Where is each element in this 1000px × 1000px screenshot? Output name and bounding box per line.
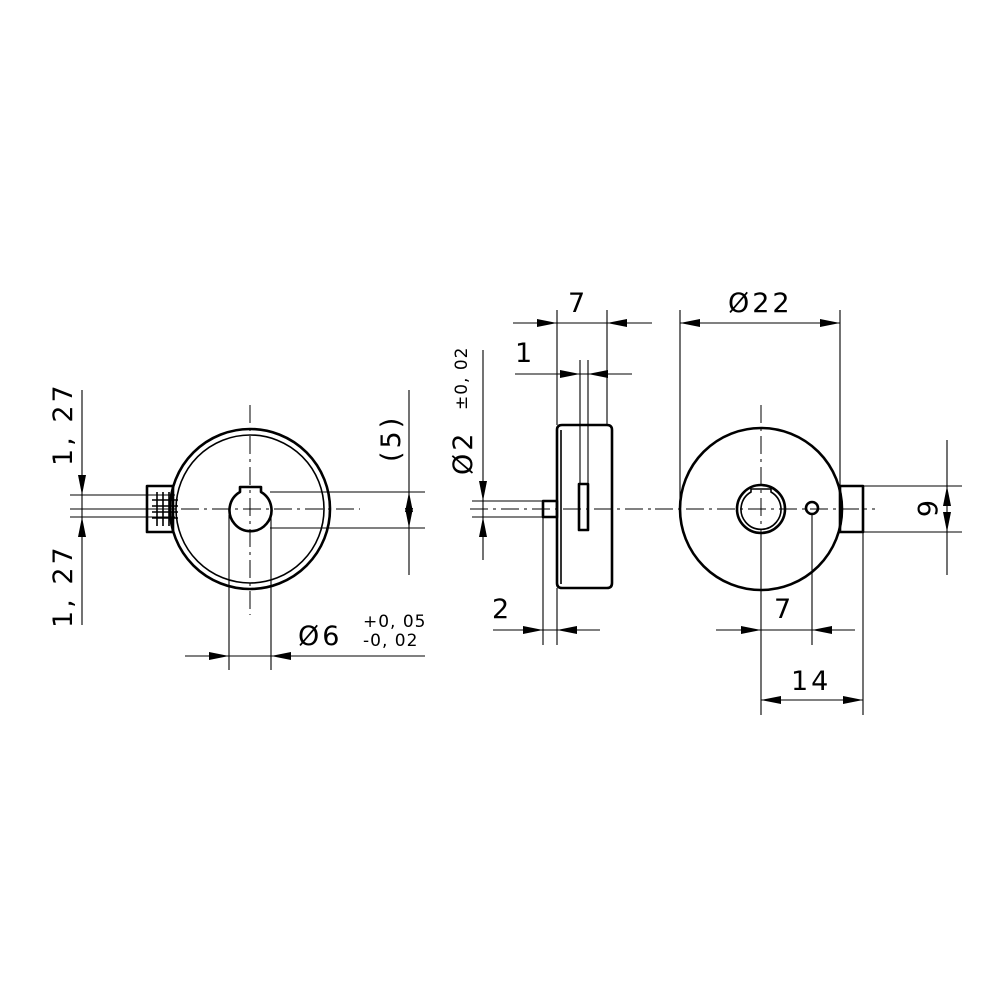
front-pin-pitch-top-label: 1, 27: [48, 382, 79, 466]
front-body-inner: [175, 434, 325, 584]
front-bore-tolerance-lower: -0, 02: [363, 631, 418, 651]
side-pin-length-dimension: [493, 517, 600, 645]
rear-outer-diameter-label: Ø22: [728, 288, 793, 319]
front-bore-diameter-dimension: [185, 515, 425, 670]
rear-tab-offset-dimension: [761, 532, 864, 715]
side-width-dimension: [513, 310, 652, 425]
side-body: [555, 423, 614, 590]
rear-tab: [838, 484, 865, 534]
front-bore-tolerance-upper: +0, 05: [363, 612, 427, 632]
rear-outer-diameter-dimension: [679, 310, 841, 509]
side-pin-length-label: 2: [492, 594, 512, 625]
front-pin-pitch-bottom-label: 1, 27: [48, 544, 79, 628]
side-pin-diameter-label: Ø2: [448, 431, 479, 475]
rear-small-hole: [804, 500, 820, 516]
side-pin-diameter-dimension: [472, 350, 543, 560]
side-width-label: 7: [568, 288, 588, 319]
side-slot: [577, 482, 590, 532]
front-pin-pitch-dimension: [70, 390, 175, 625]
rear-view: Ø22 6 7 14: [655, 288, 962, 715]
rear-hole-offset-label: 7: [774, 594, 794, 625]
rear-tab-offset-label: 14: [791, 666, 831, 697]
side-pin: [541, 499, 559, 519]
rear-tab-height-label: 6: [911, 500, 942, 520]
side-slot-dimension: [515, 360, 632, 484]
front-keyed-bore: [228, 485, 273, 533]
front-bore-diameter-label: Ø6: [298, 621, 342, 652]
rear-hole-offset-dimension: [716, 514, 855, 715]
rear-tab-height-dimension: [863, 440, 962, 575]
side-pin-diameter-tolerance: ±0, 02: [452, 347, 472, 411]
side-view: 7 1 Ø2 ±0, 02 2: [448, 288, 655, 645]
side-slot-label: 1: [515, 338, 535, 369]
rear-keyed-bore: [740, 488, 782, 531]
front-reference-dimension: [270, 390, 425, 575]
front-reference-dimension-label: (5): [376, 415, 407, 462]
front-view: 1, 27 1, 27 (5) Ø6 +0, 05 -0, 02: [48, 382, 427, 670]
